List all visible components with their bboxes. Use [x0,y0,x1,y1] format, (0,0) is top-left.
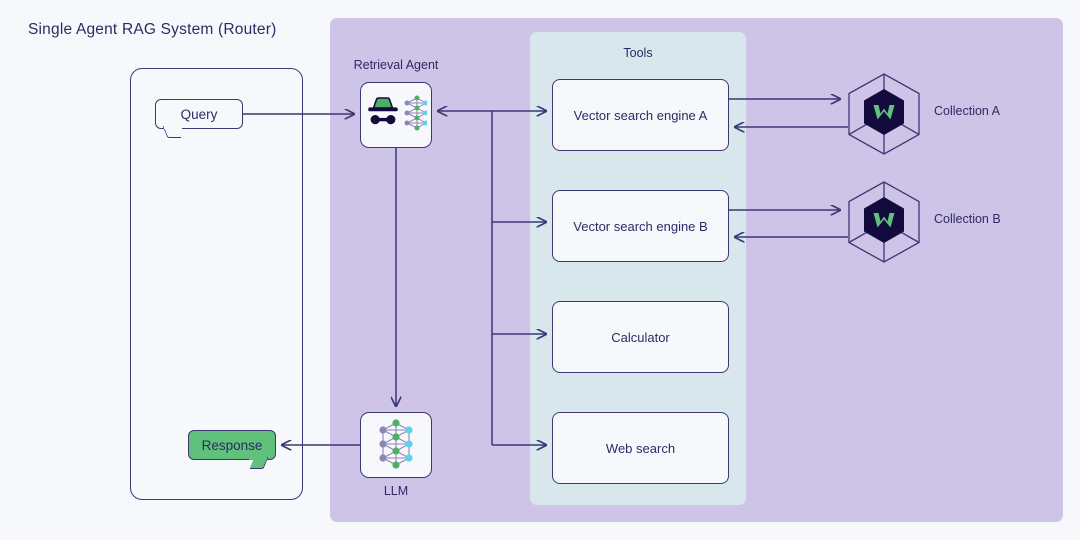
collection-a-icon[interactable] [844,72,924,156]
neural-network-icon [405,97,427,129]
io-container [130,68,303,500]
query-bubble[interactable]: Query [155,99,243,138]
response-bubble-tail-cover [249,457,267,460]
neural-network-nodes [404,95,427,131]
llm-label: LLM [383,484,409,498]
tool-vector-search-engine-b[interactable]: Vector search engine B [552,190,729,262]
tool-vector-search-engine-a[interactable]: Vector search engine A [552,79,729,151]
collection-b-icon[interactable] [844,180,924,264]
llm-node[interactable] [360,412,432,478]
collection-b-label: Collection B [934,212,1001,226]
response-bubble[interactable]: Response [188,430,276,469]
retrieval-agent-node[interactable] [360,82,432,148]
tool-calculator[interactable]: Calculator [552,301,729,373]
detective-hat-glasses-icon [368,97,398,125]
query-bubble-tail-cover [164,126,182,129]
query-bubble-label: Query [180,106,218,122]
tools-panel-label: Tools [623,46,653,60]
collection-a-label: Collection A [934,104,1001,118]
weaviate-hexagon-icon [848,73,920,155]
retrieval-agent-label: Retrieval Agent [353,58,439,72]
weaviate-hexagon-icon [848,181,920,263]
llm-neural-network-icon [379,419,413,469]
retrieval-agent-icons [368,95,427,131]
page-title: Single Agent RAG System (Router) [28,21,277,38]
response-bubble-label: Response [201,437,263,453]
tool-web-search[interactable]: Web search [552,412,729,484]
